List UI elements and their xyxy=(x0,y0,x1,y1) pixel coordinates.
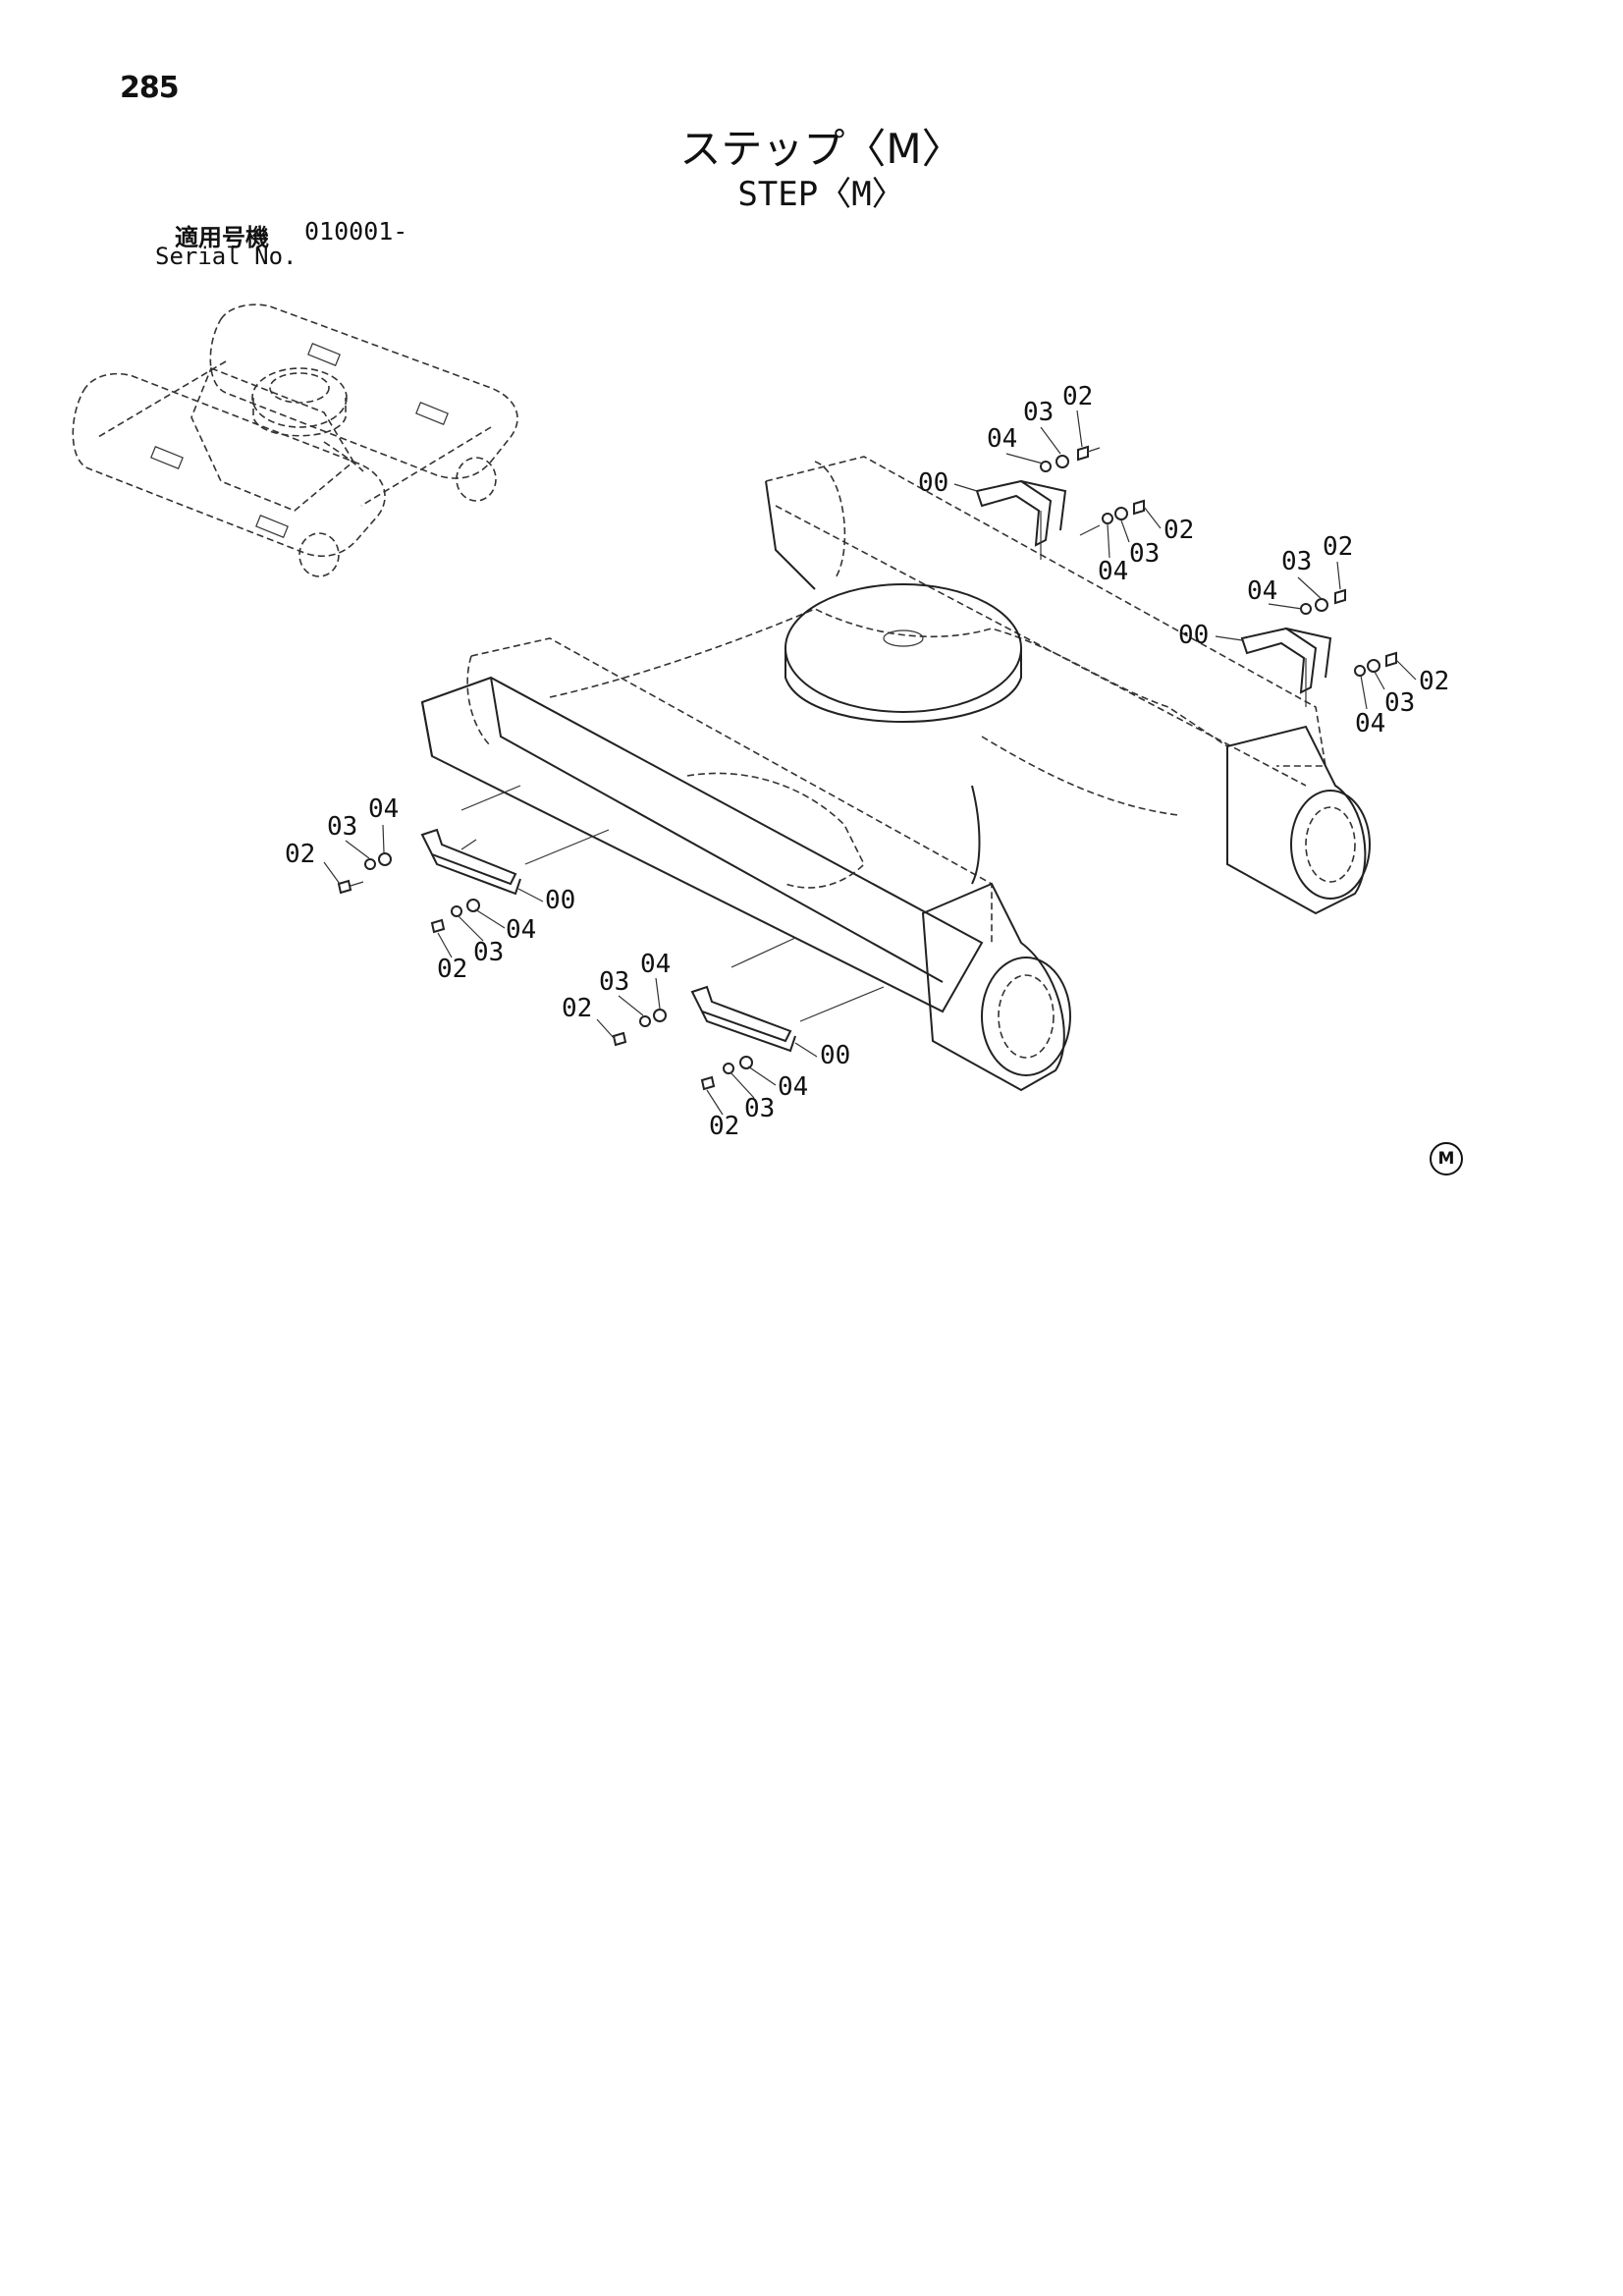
serial-label-english: Serial No. xyxy=(155,243,298,270)
part-label: 04 xyxy=(778,1072,808,1102)
step-bracket-3 xyxy=(337,785,610,934)
track-frame-drawing xyxy=(420,456,1371,1092)
part-label: 00 xyxy=(820,1041,850,1070)
part-label: 03 xyxy=(473,938,504,967)
part-label: 04 xyxy=(506,915,536,945)
part-label: 03 xyxy=(599,967,629,997)
part-label: 04 xyxy=(640,950,671,979)
serial-number-value: 010001- xyxy=(304,217,408,246)
part-label: 02 xyxy=(285,840,315,869)
page-title-japanese: ステップ〈M〉 xyxy=(679,125,963,173)
serial-label-japanese: 適用号機 xyxy=(175,224,269,251)
part-label: 02 xyxy=(1062,382,1093,411)
undercarriage-overview-drawing xyxy=(72,303,518,577)
part-label: 02 xyxy=(437,955,467,984)
part-label: 00 xyxy=(1178,621,1209,650)
step-bracket-2 xyxy=(1240,588,1397,707)
part-label: 00 xyxy=(918,468,948,498)
page-number: 285 xyxy=(120,71,180,105)
part-label: 02 xyxy=(1323,532,1353,562)
circled-m-mark: M xyxy=(1430,1142,1463,1175)
part-labels: 02 03 04 00 02 03 04 03 02 04 00 02 03 0… xyxy=(285,382,1449,1141)
exploded-parts-diagram: 02 03 04 00 02 03 04 03 02 04 00 02 03 0… xyxy=(72,303,1449,1141)
part-label: 02 xyxy=(562,994,592,1023)
step-bracket-1 xyxy=(975,445,1145,560)
part-label: 00 xyxy=(545,886,575,915)
part-label: 03 xyxy=(1129,539,1160,569)
part-label: 03 xyxy=(744,1094,775,1123)
part-label: 04 xyxy=(987,424,1017,454)
part-label: 02 xyxy=(1163,516,1194,545)
page-title-english: STEP〈M〉 xyxy=(737,175,905,214)
step-bracket-4 xyxy=(612,937,885,1091)
part-label: 02 xyxy=(1419,667,1449,696)
part-label: 04 xyxy=(1098,557,1128,586)
part-label: 03 xyxy=(327,812,357,842)
part-label: 03 xyxy=(1384,688,1415,718)
part-label: 04 xyxy=(1247,576,1277,606)
part-label: 04 xyxy=(1355,709,1385,738)
part-label: 04 xyxy=(368,794,399,824)
part-label: 02 xyxy=(709,1112,739,1141)
part-label: 03 xyxy=(1281,547,1312,576)
part-label: 03 xyxy=(1023,398,1054,427)
